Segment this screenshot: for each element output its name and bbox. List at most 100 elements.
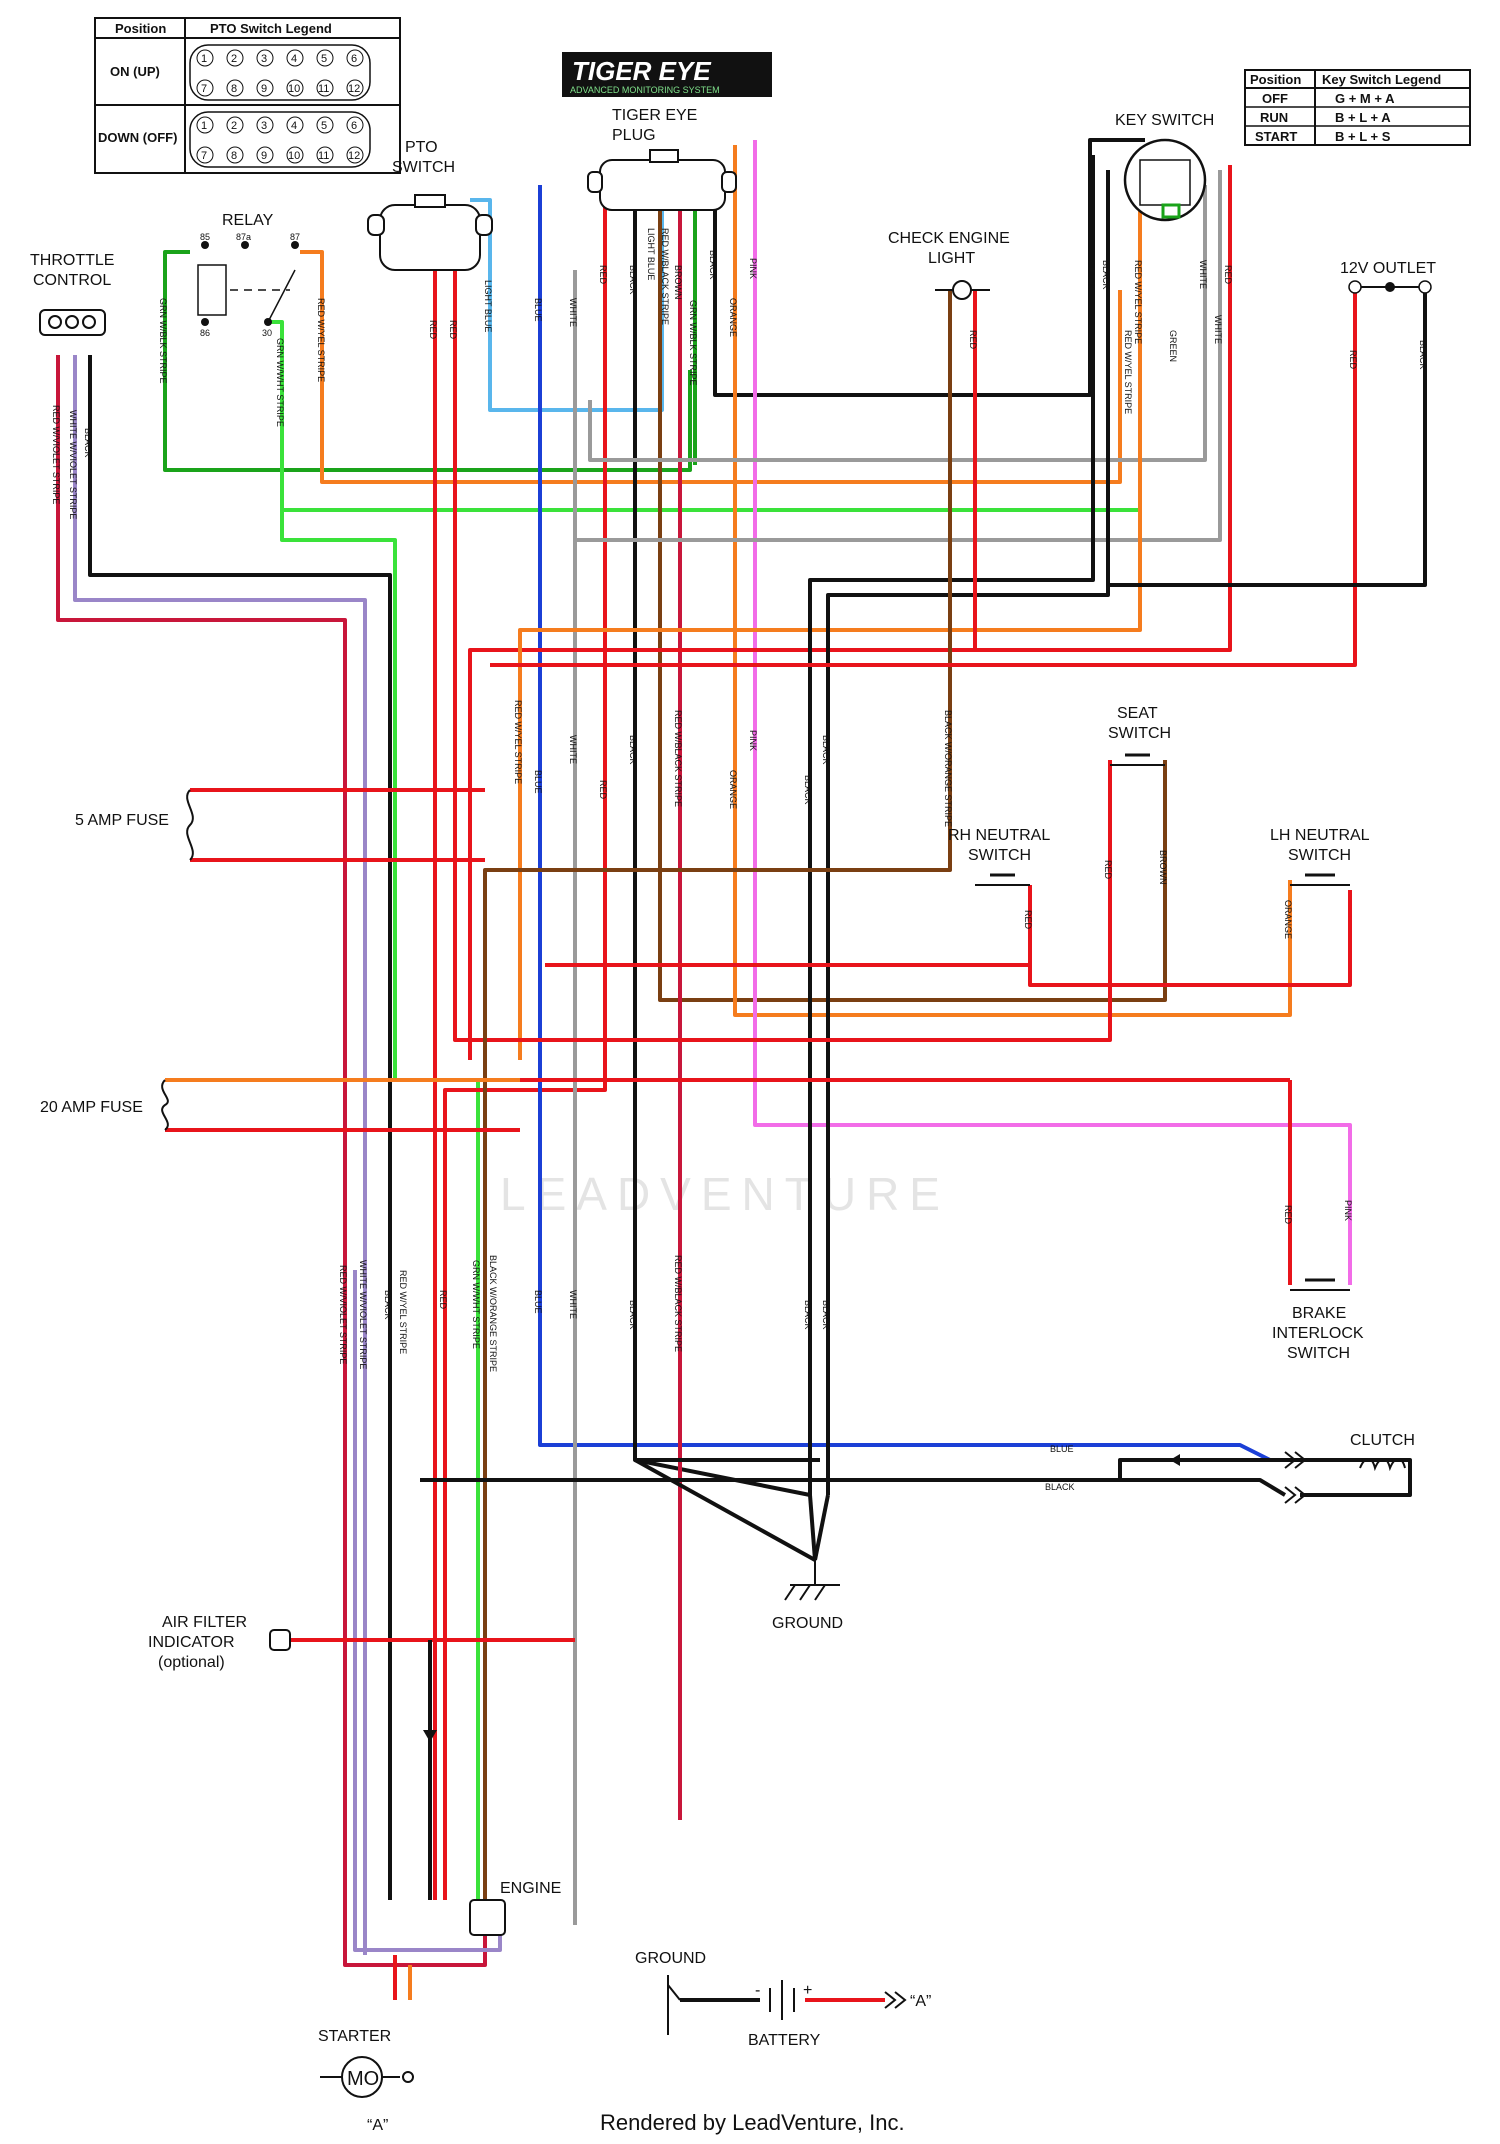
wire-label-white-key-2: WHITE [1213,315,1223,344]
wire-label-black-low: BLACK [383,1290,393,1320]
wire-label-orange-lh: ORANGE [1283,900,1293,939]
wire-label-red-wyel-low: RED W/YEL STRIPE [398,1270,408,1354]
pto-off-pin-6: 6 [351,120,357,132]
wire-label-white-case: WHITE [568,298,578,327]
brake-label-3: SWITCH [1287,1345,1350,1362]
watermark: LEADVENTURE [500,1168,950,1220]
wire-label-black-worange-low: BLACK W/ORANGE STRIPE [488,1255,498,1372]
wire-label-red-brake: RED [1283,1205,1293,1225]
pto-on-pins [196,49,364,164]
wire-key-black-2 [826,170,1110,1495]
wire-ground-2 [420,1478,1287,1497]
wire-label-light-blue-2: LIGHT BLUE [646,228,656,280]
pto-switch-label-1: PTO [405,139,438,156]
wire-label-black-worange-check: BLACK W/ORANGE STRIPE [943,710,953,827]
brake-interlock-switch: BRAKE INTERLOCK SWITCH [1272,1278,1364,1362]
ground-battery-label: GROUND [635,1950,706,1967]
wire-throttle-violet [73,355,367,1955]
relay: RELAY 85 87a 87 86 30 [197,212,300,338]
wire-label-black-mid: BLACK [628,735,638,765]
wire-label-grn-wblk-plug: GRN W/BLK STRIPE [688,300,698,386]
pto-off-pin-11: 11 [318,150,329,162]
wire-outlet-red [490,285,1357,667]
wire-key-red [468,165,1232,1060]
wire-label-orange-plug: ORANGE [728,298,738,337]
brake-label-2: INTERLOCK [1272,1325,1364,1342]
pto-switch: PTO SWITCH [367,139,493,271]
wire-label-blue-low: BLUE [533,1290,543,1314]
battery-point-a: “A” [910,1993,931,2010]
wire-label-grn-wwht-low: GRN W/WHT STRIPE [471,1260,481,1349]
wire-label-green-key: GREEN [1168,330,1178,362]
wire-label-black-outlet: BLACK [1418,340,1428,370]
wire-label-red-low: RED [438,1290,448,1310]
fuse-20-amp: 20 AMP FUSE [40,1079,169,1131]
wire-ground-5 [634,1458,816,1562]
throttle-control: THROTTLE CONTROL [30,252,114,336]
wire-ground-4 [813,1494,830,1561]
ground-main-label: GROUND [772,1615,843,1632]
pto-on-pin-3: 3 [261,53,267,65]
tiger-eye-plug-label-1: TIGER EYE [612,107,697,124]
wire-rh-to-seat [1028,885,1352,987]
rh-neutral-label-2: SWITCH [968,847,1031,864]
wire-label-red-violet-1: RED W/VIOLET STRIPE [51,405,61,504]
pto-off-pin-8: 8 [231,150,237,162]
seat-switch: SEAT SWITCH [1108,705,1171,766]
pto-legend-header-position: Position [115,21,166,36]
tiger-eye-logo: TIGER EYE ADVANCED MONITORING SYSTEM [562,52,772,97]
starter-point-a: “A” [367,2117,388,2134]
pto-off-pin-4: 4 [291,120,297,132]
engine-connector: ENGINE [469,1880,561,1936]
wire-label-white-violet-1: WHITE W/VIOLET STRIPE [68,410,78,519]
wire-clutch-black [1118,1458,1300,1480]
wire-throttle-crimson [56,355,487,1967]
engine-label: ENGINE [500,1880,561,1897]
wire-label-white-low: WHITE [568,1290,578,1319]
wire-white-key-1 [588,185,1207,462]
wire-ground-3 [808,1494,817,1561]
wire-label-pink-mid: PINK [748,730,758,751]
pto-on-pin-8: 8 [231,83,237,95]
pto-off-pin-2: 2 [231,120,237,132]
key-legend-start-value: B + L + S [1335,129,1391,144]
wire-label-red-wblack-plug: RED W/BLACK STRIPE [660,228,670,325]
wire-label-red-wyel-mid: RED W/YEL STRIPE [513,700,523,784]
pto-off-pin-7: 7 [201,150,207,162]
wire-label-black-plug-2: BLACK [708,250,718,280]
relay-pin-30: 30 [262,328,272,338]
key-legend-run-value: B + L + A [1335,110,1391,125]
wire-grn-wht-down [280,510,480,1920]
wire-label-black-clutch: BLACK [1045,1482,1075,1492]
wire-label-black-mid-2: BLACK [803,775,813,805]
wire-check-blk-orange [483,290,952,1900]
wire-label-black-plug: BLACK [628,265,638,295]
wire-label-white-violet-2: WHITE W/VIOLET STRIPE [358,1260,368,1369]
check-engine-label-2: LIGHT [928,250,975,267]
wire-label-grn-wwht-relay: GRN W/WHT STRIPE [275,338,285,427]
wire-blue [538,185,1271,1462]
wire-label-red-seat: RED [1103,860,1113,880]
wire-label-black-key-2: BLACK [1101,260,1111,290]
wire-label-red-check: RED [968,330,978,350]
clutch: CLUTCH [1170,1432,1415,1504]
wire-relay-grn-blk [163,250,692,472]
pto-off-pin-1: 1 [201,120,207,132]
pto-on-pin-6: 6 [351,53,357,65]
wire-label-red-wyel-relay: RED W/YEL STRIPE [316,298,326,382]
starter: STARTER MO “A” [318,2028,414,2134]
wire-label-red-plug: RED [598,265,608,285]
wire-label-red-violet-2: RED W/VIOLET STRIPE [338,1265,348,1364]
wire-clutch-coil [1300,1458,1412,1497]
wire-label-white-mid: WHITE [568,735,578,764]
wire-label-black-throttle: BLACK [83,428,93,458]
lh-neutral-label-2: SWITCH [1288,847,1351,864]
clutch-label: CLUTCH [1350,1432,1415,1449]
key-legend-run: RUN [1260,110,1288,125]
seat-label-1: SEAT [1117,705,1158,722]
pto-on-pin-7: 7 [201,83,207,95]
wire-label-white-key-1: WHITE [1198,260,1208,289]
rh-neutral-switch: RH NEUTRAL SWITCH [948,827,1050,886]
wire-label-red-wyel-key-2: RED W/YEL STRIPE [1123,330,1133,414]
